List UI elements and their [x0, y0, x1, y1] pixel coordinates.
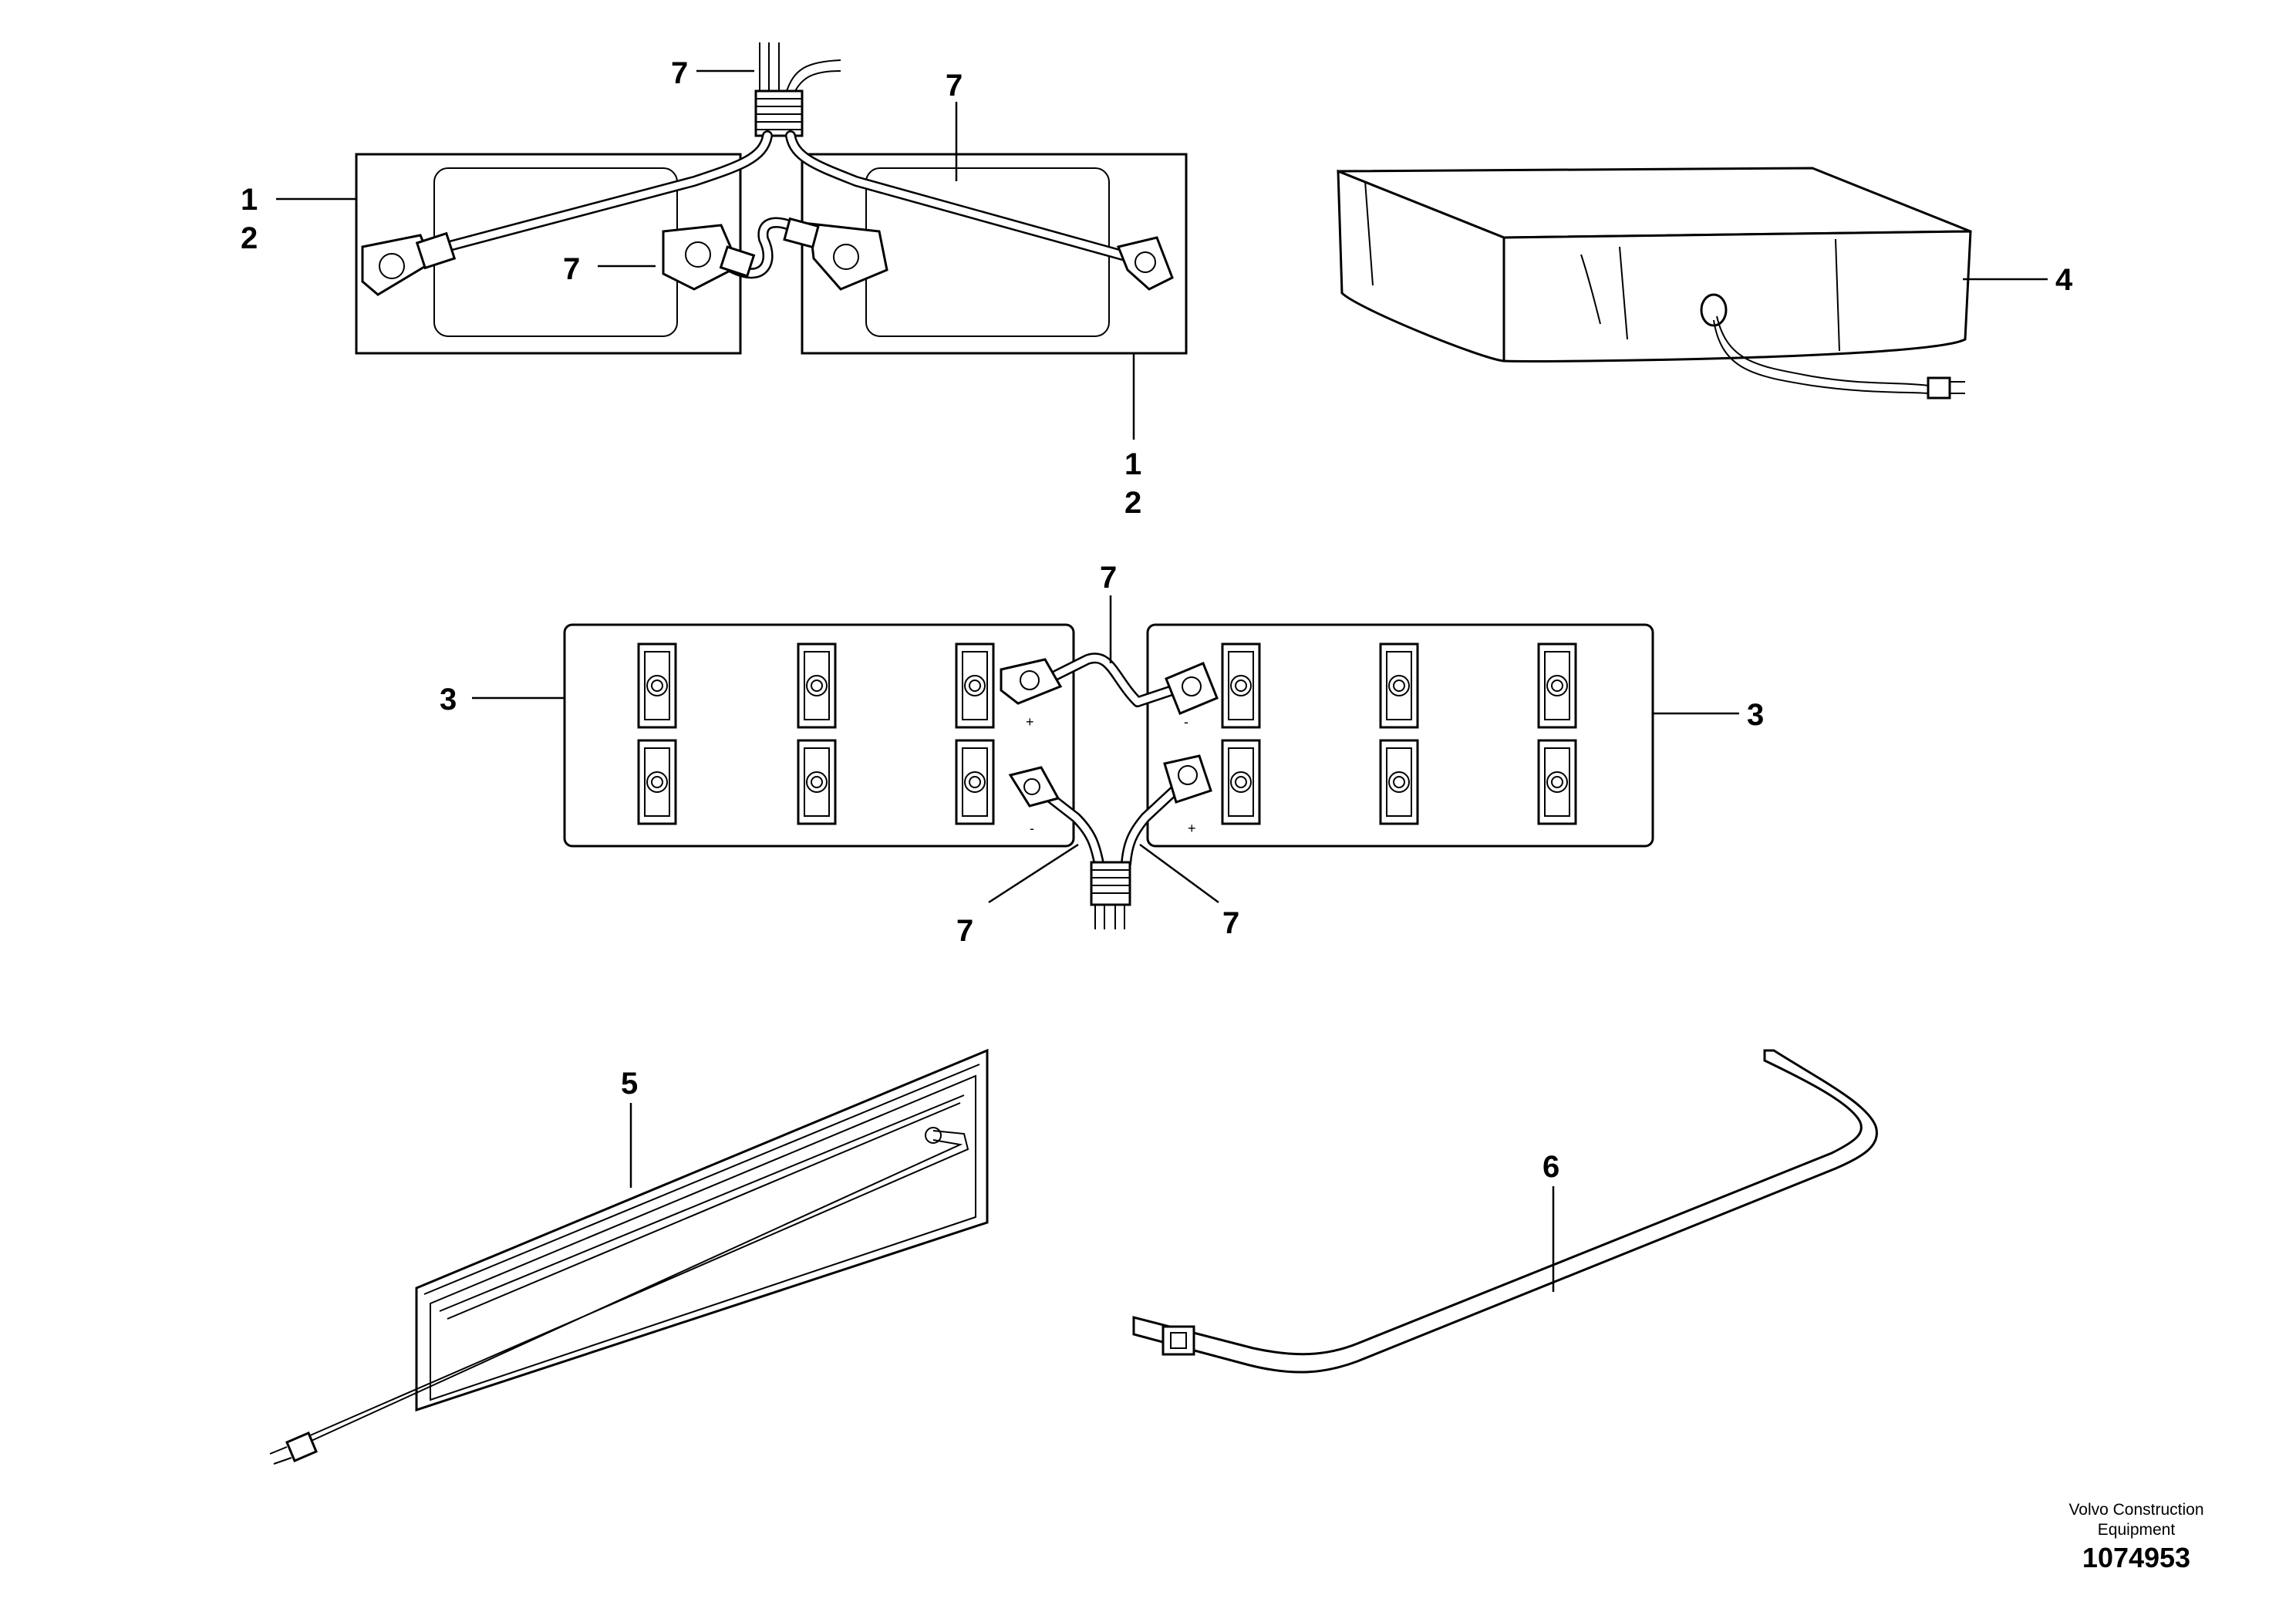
callout-4: 4 [2055, 263, 2073, 297]
heating-pad: 5 [269, 1048, 989, 1465]
blanket-side-left [1337, 169, 1505, 363]
footer-company-line2: Equipment [2098, 1521, 2176, 1539]
cell-cap-12 [1537, 739, 1577, 825]
clamp-mid-left [662, 224, 756, 291]
clamp-3-a [1000, 658, 1063, 705]
callout-7-top-right: 7 [946, 69, 963, 103]
terminal-sign-plus-left: + [1026, 714, 1034, 730]
cable-bundle-branch-2 [794, 70, 841, 93]
blanket-side-front [1502, 230, 1972, 363]
callout-3-right: 3 [1747, 698, 1764, 732]
cable-bundle-branch [786, 59, 841, 92]
footer-drawing-number: 1074953 [2082, 1542, 2190, 1573]
clamp-3-b [1165, 662, 1219, 715]
cell-cap-5 [1379, 642, 1419, 729]
blanket-cord [1713, 315, 1929, 394]
cell-cap-6 [1537, 642, 1577, 729]
strap: 6 [1132, 1049, 1878, 1374]
terminal-sign-minus-right: - [1184, 714, 1188, 730]
callout-7-battery-top: 7 [1100, 561, 1117, 595]
clamp-mid-right [783, 217, 888, 291]
blanket-cord-grommet [1700, 293, 1728, 327]
battery-3-right [1146, 623, 1654, 848]
clamp-3-c [1008, 766, 1060, 808]
callout-7-top-left: 7 [671, 56, 688, 90]
terminal-sign-minus-left: - [1030, 821, 1034, 836]
cell-cap-10 [1221, 739, 1261, 825]
heating-pad-cord-exit [925, 1127, 942, 1144]
callout-7-battery-bottom-right: 7 [1222, 906, 1239, 940]
cell-cap-9 [955, 739, 995, 825]
footer-company-line1: Volvo Construction [2068, 1501, 2203, 1519]
callout-1-left: 1 [241, 183, 258, 217]
clamp-right [1116, 236, 1174, 291]
callout-1-right: 1 [1124, 447, 1141, 481]
strap-band [1132, 1049, 1878, 1374]
heating-pad-body [415, 1048, 989, 1412]
top-battery-assembly: 7 7 1 2 7 1 2 [241, 42, 1188, 520]
battery-pair-top-view: + - - + 7 3 3 7 7 [440, 561, 1764, 948]
cell-caps [637, 642, 1577, 825]
cell-cap-11 [1379, 739, 1419, 825]
cell-cap-7 [637, 739, 677, 825]
cell-cap-2 [797, 642, 837, 729]
battery-3-left [563, 623, 1075, 848]
heating-pad-cord [304, 1130, 969, 1445]
cell-cap-4 [1221, 642, 1261, 729]
callout-3-left: 3 [440, 683, 457, 717]
strap-buckle [1161, 1325, 1195, 1356]
callout-5: 5 [621, 1067, 638, 1101]
clamp-left [361, 231, 457, 296]
callout-2-left: 2 [241, 221, 258, 255]
terminal-sign-plus-right: + [1188, 821, 1196, 836]
callout-7-mid-left: 7 [563, 252, 580, 286]
cell-cap-8 [797, 739, 837, 825]
cell-cap-3 [955, 642, 995, 729]
cable-bundle-wires [759, 42, 780, 91]
callout-2-right: 2 [1124, 486, 1141, 520]
cable-sleeve-wraps [756, 98, 802, 130]
callout-6: 6 [1542, 1150, 1559, 1184]
callout-7-battery-bottom-left: 7 [956, 914, 973, 948]
battery-blanket: 4 [1337, 167, 2073, 400]
cable-sleeve-3 [1090, 861, 1131, 906]
clamp-3-d [1163, 754, 1212, 804]
heating-pad-plug [285, 1431, 318, 1462]
cell-cap-1 [637, 642, 677, 729]
blanket-plug [1927, 376, 1951, 400]
